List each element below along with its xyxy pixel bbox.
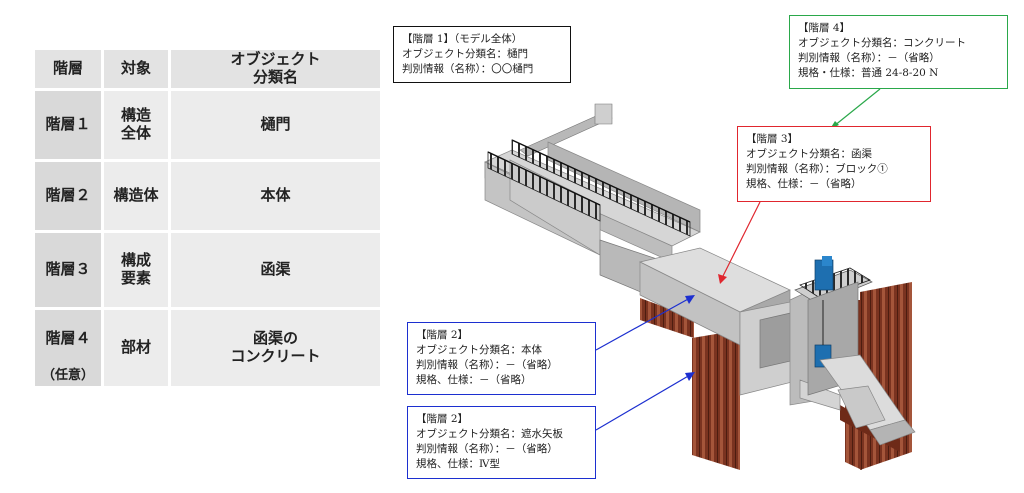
callout-level1-class: オブジェクト分類名：樋門: [402, 48, 528, 60]
arrow-level4: [833, 88, 881, 127]
callout-level3-spec: 規格、仕様：－（省略）: [746, 178, 862, 190]
header-object-name: オブジェクト 分類名: [171, 50, 380, 88]
callout-level2-sheetpile-class: オブジェクト分類名：遮水矢板: [416, 428, 563, 440]
arrow-level3: [721, 201, 761, 279]
callout-level2-sheetpile-title: 【階層 2】: [416, 413, 469, 425]
callout-level3-id: 判別情報（名称）：ブロック①: [746, 163, 888, 175]
downstream-apron: [819, 354, 916, 446]
callout-level4-class: オブジェクト分類名：コンクリート: [798, 37, 966, 49]
row-target: 構造体: [104, 162, 168, 230]
row-level: 階層１: [35, 91, 101, 159]
row-level: 階層４ （任意）: [35, 310, 101, 386]
header-level: 階層: [35, 50, 101, 88]
callout-level4-title: 【階層 4】: [798, 22, 851, 34]
row-object-name: 本体: [171, 162, 380, 230]
row-object-name: 函渠の コンクリート: [171, 310, 380, 386]
row-level-label: 階層４: [45, 329, 91, 348]
callout-level2-sheetpile: 【階層 2】 オブジェクト分類名：遮水矢板 判別情報（名称）：－（省略） 規格、…: [407, 406, 596, 479]
callout-level4: 【階層 4】 オブジェクト分類名：コンクリート 判別情報（名称）：－（省略） 規…: [789, 15, 1008, 89]
leader-arrows: [595, 88, 881, 431]
callout-level3-class: オブジェクト分類名：函渠: [746, 148, 872, 160]
callout-level2-sheetpile-spec: 規格、仕様：Ⅳ型: [416, 458, 500, 470]
culvert-body: [599, 239, 841, 411]
callout-level2-body: 【階層 2】 オブジェクト分類名：本体 判別情報（名称）：－（省略） 規格、仕様…: [407, 322, 596, 395]
callout-level3-title: 【階層 3】: [746, 133, 799, 145]
row-target: 構成 要素: [104, 233, 168, 307]
callout-level3: 【階層 3】 オブジェクト分類名：函渠 判別情報（名称）：ブロック① 規格、仕様…: [737, 126, 931, 202]
table-row: 階層３ 構成 要素 函渠: [35, 233, 380, 307]
hierarchy-table: 階層 対象 オブジェクト 分類名 階層１ 構造 全体 樋門 階層２ 構造体 本体…: [32, 47, 383, 389]
callout-level4-spec: 規格・仕様：普通 24-8-20 N: [798, 67, 939, 79]
callout-level1-title: 【階層 1】（モデル全体）: [402, 33, 523, 45]
callout-level1-id: 判別情報（名称）：〇〇樋門: [402, 63, 534, 75]
header-target: 対象: [104, 50, 168, 88]
approach-channel: [484, 103, 701, 263]
arrow-level2-body: [595, 297, 691, 351]
row-level: 階層２: [35, 162, 101, 230]
callout-level4-id: 判別情報（名称）：－（省略）: [798, 52, 940, 64]
table-row: 階層１ 構造 全体 樋門: [35, 91, 380, 159]
arrow-level2-sheetpile: [595, 374, 691, 431]
callout-level2-body-class: オブジェクト分類名：本体: [416, 344, 542, 356]
row-object-name: 函渠: [171, 233, 380, 307]
table-row: 階層４ （任意） 部材 函渠の コンクリート: [35, 310, 380, 386]
row-level-note: （任意）: [41, 367, 94, 383]
table-row: 階層２ 構造体 本体: [35, 162, 380, 230]
callout-level2-sheetpile-id: 判別情報（名称）：－（省略）: [416, 443, 558, 455]
row-target: 部材: [104, 310, 168, 386]
row-object-name: 樋門: [171, 91, 380, 159]
callout-level1: 【階層 1】（モデル全体） オブジェクト分類名：樋門 判別情報（名称）：〇〇樋門: [393, 26, 571, 83]
row-level: 階層３: [35, 233, 101, 307]
callout-level2-body-title: 【階層 2】: [416, 329, 469, 341]
callout-level2-body-spec: 規格、仕様：－（省略）: [416, 374, 532, 386]
callout-level2-body-id: 判別情報（名称）：－（省略）: [416, 359, 558, 371]
table-header-row: 階層 対象 オブジェクト 分類名: [35, 50, 380, 88]
row-target: 構造 全体: [104, 91, 168, 159]
